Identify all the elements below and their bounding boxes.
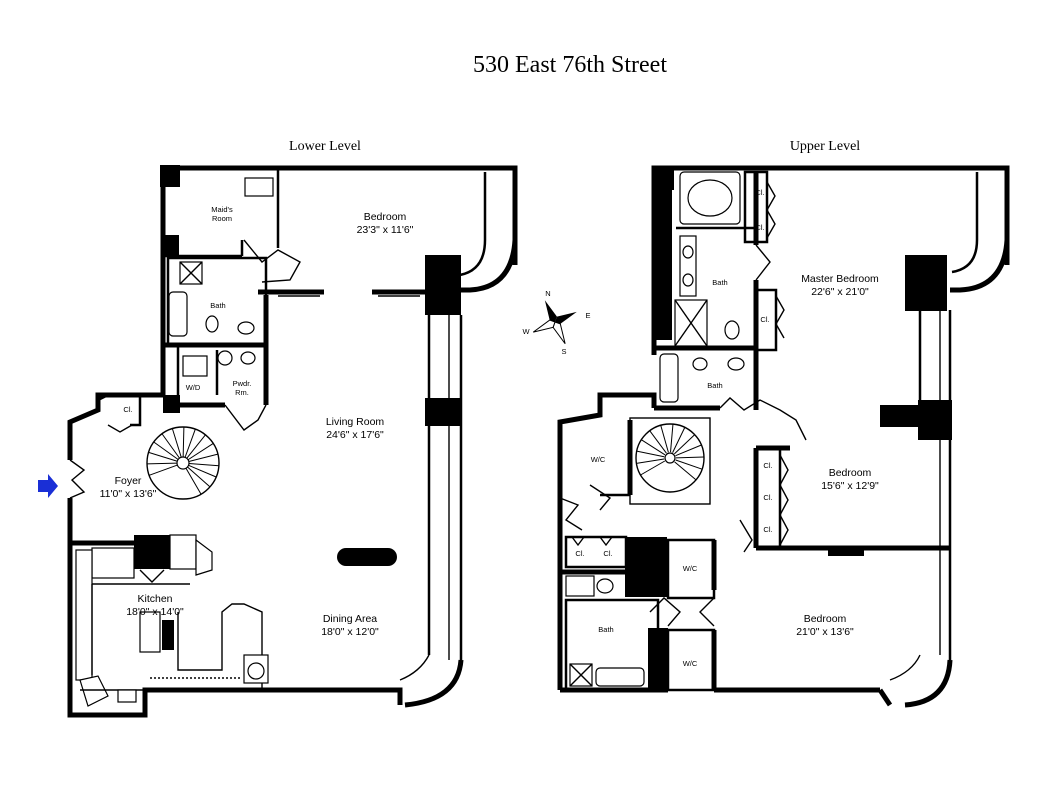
- kitchen-label: Kitchen: [137, 593, 172, 605]
- wic-label-1: W/C: [591, 455, 606, 464]
- closet-label-6: Cl.: [763, 525, 772, 534]
- upper-level-label: Upper Level: [790, 139, 860, 154]
- upper-closet-label-1: Cl.: [755, 188, 764, 197]
- maids-room-label-2: Room: [212, 214, 232, 223]
- bedroom3-size: 21'0" x 13'6": [796, 626, 854, 638]
- compass-w: W: [522, 327, 530, 336]
- master-bedroom-size: 22'6" x 21'0": [811, 286, 869, 298]
- upper-spiral-stair: [629, 417, 711, 505]
- master-bath-label: Bath: [712, 278, 727, 287]
- lower-spiral-stair: [146, 426, 220, 500]
- living-room-size: 24'6" x 17'6": [326, 429, 384, 441]
- lower-bedroom-label: Bedroom: [364, 211, 407, 223]
- wic-label-2: W/C: [683, 564, 698, 573]
- master-bedroom-label: Master Bedroom: [801, 273, 879, 285]
- foyer-size: 11'0" x 13'6": [100, 488, 157, 500]
- upper-bath-label: Bath: [707, 381, 722, 390]
- maids-room-label-1: Maid's: [211, 205, 233, 214]
- lower-left-wall-bottom: [67, 498, 403, 718]
- bedroom3-label: Bedroom: [804, 613, 847, 625]
- lower-outer-wall: [160, 165, 518, 290]
- lower-column-mid: [425, 398, 461, 426]
- upper-bath-2-label: Bath: [598, 625, 613, 634]
- compass-s: S: [561, 347, 566, 356]
- lower-left-wall: [67, 290, 166, 460]
- lower-bath-label: Bath: [210, 301, 225, 310]
- living-room-label: Living Room: [326, 416, 385, 428]
- lower-column-top: [425, 255, 461, 315]
- compass-e: E: [585, 311, 590, 320]
- compass-n: N: [545, 289, 550, 298]
- powder-room-label-1: Pwdr.: [233, 379, 252, 388]
- plan-title: 530 East 76th Street: [473, 52, 667, 78]
- foyer-label: Foyer: [115, 475, 142, 487]
- entry-arrow: [38, 474, 58, 498]
- bedroom2-label: Bedroom: [829, 467, 872, 479]
- lower-bedroom-size: 23'3" x 11'6": [357, 224, 414, 236]
- dining-area-size: 18'0" x 12'0": [321, 626, 379, 638]
- lower-closet-label: Cl.: [123, 405, 132, 414]
- closet-label-8: Cl.: [603, 549, 612, 558]
- lower-level-label: Lower Level: [289, 139, 361, 154]
- powder-room-label-2: Rm.: [235, 388, 249, 397]
- upper-level-plan: Upper Level: [557, 139, 1010, 708]
- closet-label-7: Cl.: [575, 549, 584, 558]
- bedroom2-size: 15'6" x 12'9": [821, 480, 879, 492]
- dining-table: [337, 548, 397, 566]
- upper-closet-label-3: Cl.: [760, 315, 769, 324]
- wd-label: W/D: [186, 383, 201, 392]
- wic-label-3: W/C: [683, 659, 698, 668]
- kitchen-size: 18'0" x 14'0": [126, 606, 184, 618]
- closet-label-5: Cl.: [763, 493, 772, 502]
- upper-closet-label-2: Cl.: [755, 223, 764, 232]
- compass-rose: [532, 300, 577, 345]
- closet-label-4: Cl.: [763, 461, 772, 470]
- dining-area-label: Dining Area: [323, 613, 377, 625]
- lower-level-plan: Lower Level: [38, 139, 518, 718]
- kitchen-column: [134, 535, 170, 569]
